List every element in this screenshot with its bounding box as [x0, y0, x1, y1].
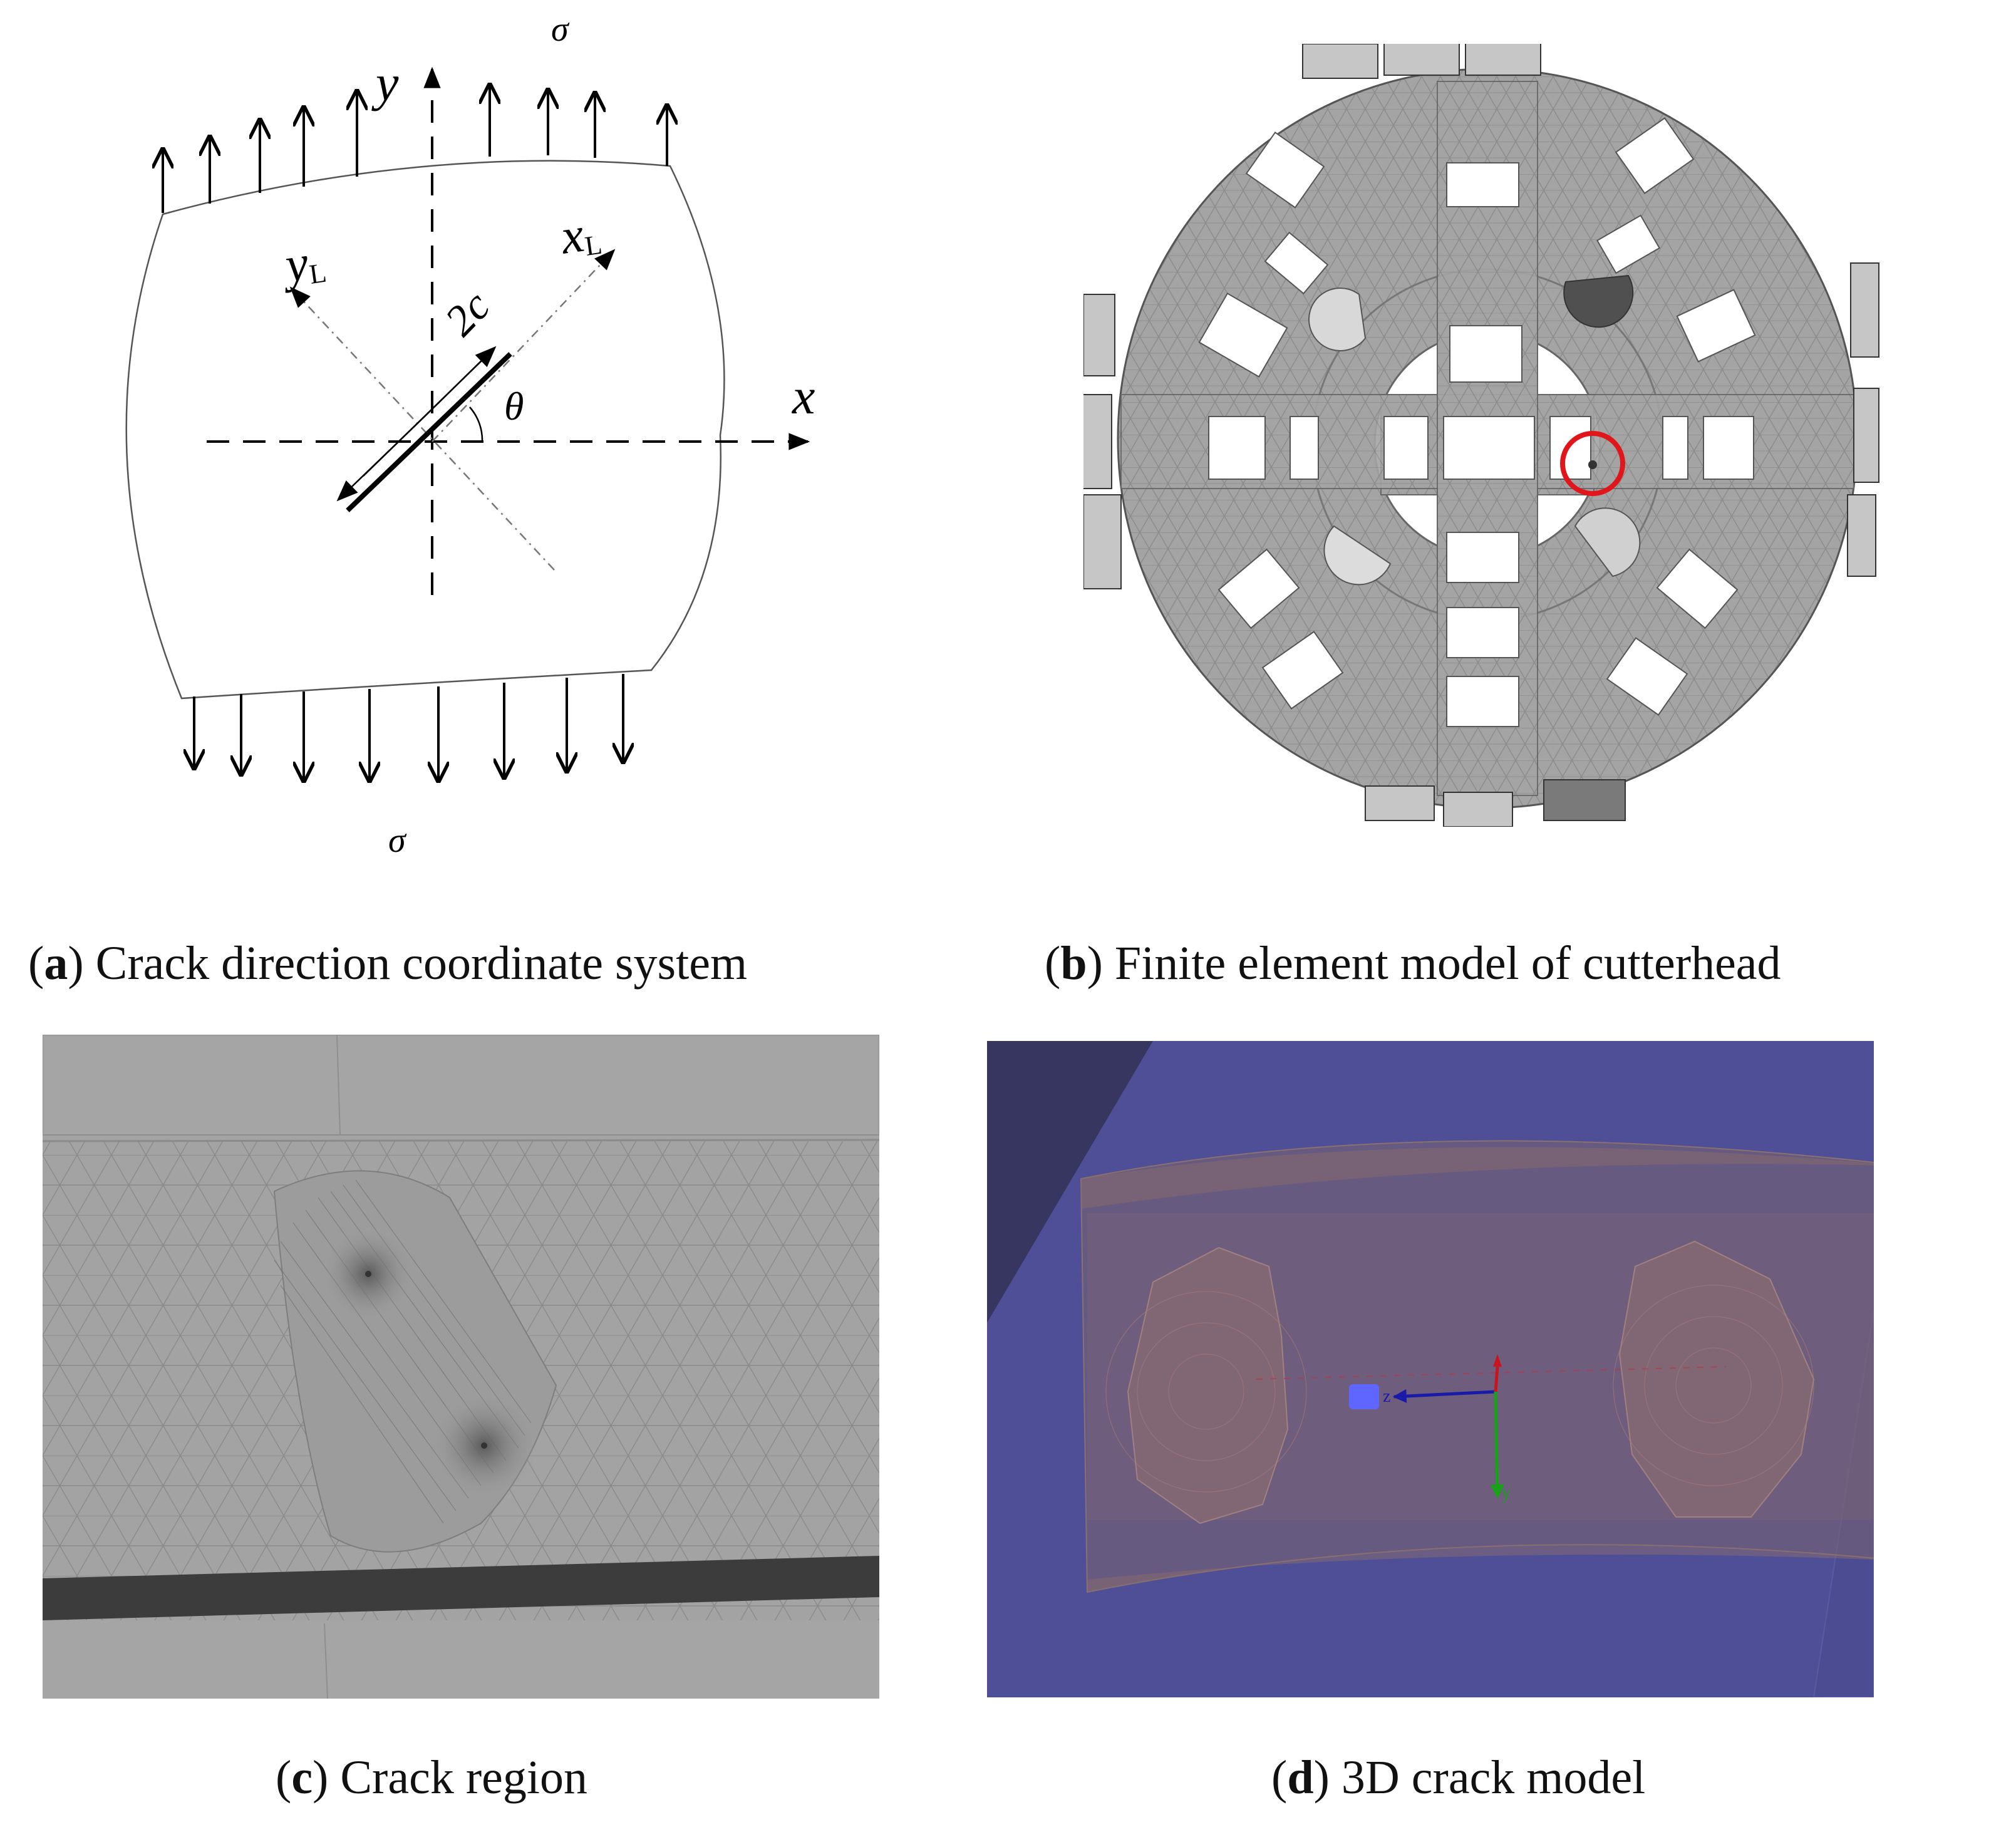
dark-edge-bar: [43, 1556, 879, 1620]
y-axis-label: y: [371, 54, 399, 111]
cutter-openings: [1198, 117, 1756, 727]
crack-front-lobes: [1127, 1240, 1815, 1524]
xl-axis: [432, 249, 616, 442]
caption-a: (a) Crack direction coordinate system: [28, 937, 748, 990]
bottom-load-arrows: [194, 674, 623, 783]
plate-outline: [125, 160, 725, 700]
crack-region-mesh: [43, 1035, 879, 1699]
caption-b: (b) Finite element model of cutterhead: [1045, 937, 1781, 990]
caption-c: (c) Crack region: [276, 1751, 587, 1804]
z-axis-label: z: [1383, 1387, 1390, 1406]
sigma-bottom-label: σ: [388, 821, 407, 860]
y-axis-label: y: [1502, 1483, 1511, 1503]
x-axis-arrow: [1494, 1366, 1499, 1392]
crack-coordinate-diagram: σ σ y x yL xL 2c θ: [125, 13, 815, 860]
x-axis-label: x: [792, 368, 815, 425]
bucket-scoops: [1308, 274, 1641, 586]
cutterhead-fe-model: [1083, 44, 1879, 827]
caption-d: (d) 3D crack model: [1271, 1751, 1646, 1804]
edge-cutters: [1083, 44, 1879, 827]
z-axis-arrow: [1392, 1389, 1496, 1404]
crack-location-highlight: [1560, 431, 1625, 496]
angle-arc: [469, 406, 483, 442]
z-axis-handle: [1349, 1384, 1379, 1409]
crack-3d-model: z y: [987, 1041, 1874, 1697]
y-axis-arrow: [1490, 1391, 1504, 1499]
top-load-arrows: [163, 83, 667, 213]
sigma-top-label: σ: [551, 13, 570, 49]
angle-label: θ: [504, 384, 524, 428]
yl-axis: [289, 286, 555, 571]
crack-line: [346, 352, 512, 512]
